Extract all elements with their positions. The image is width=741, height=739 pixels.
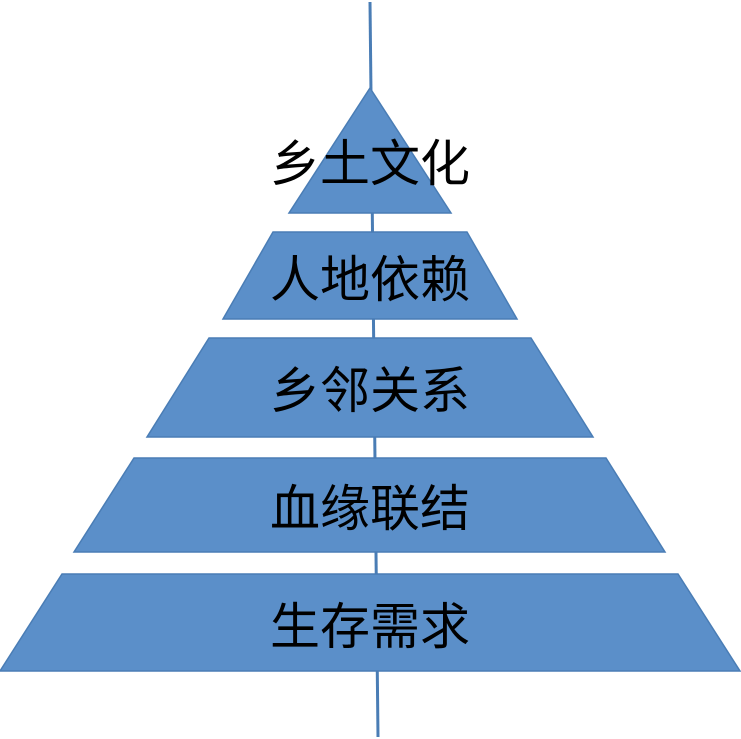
pyramid-tier-4 — [72, 457, 667, 553]
tier-2-label: 人地依赖 — [270, 251, 470, 309]
pyramid-tier-3 — [145, 337, 595, 438]
pyramid-labels: 乡土文化 人地依赖 乡邻关系 血缘联结 生存需求 — [270, 135, 470, 656]
pyramid-tiers — [0, 86, 741, 672]
tier-1-label: 乡土文化 — [270, 135, 470, 193]
pyramid-tier-1 — [287, 86, 453, 214]
pyramid-tier-5 — [0, 573, 741, 672]
tier-5-label: 生存需求 — [270, 598, 470, 656]
tier-4-label: 血缘联结 — [270, 480, 470, 538]
pyramid-tier-2 — [221, 231, 519, 320]
tier-3-label: 乡邻关系 — [270, 362, 470, 420]
